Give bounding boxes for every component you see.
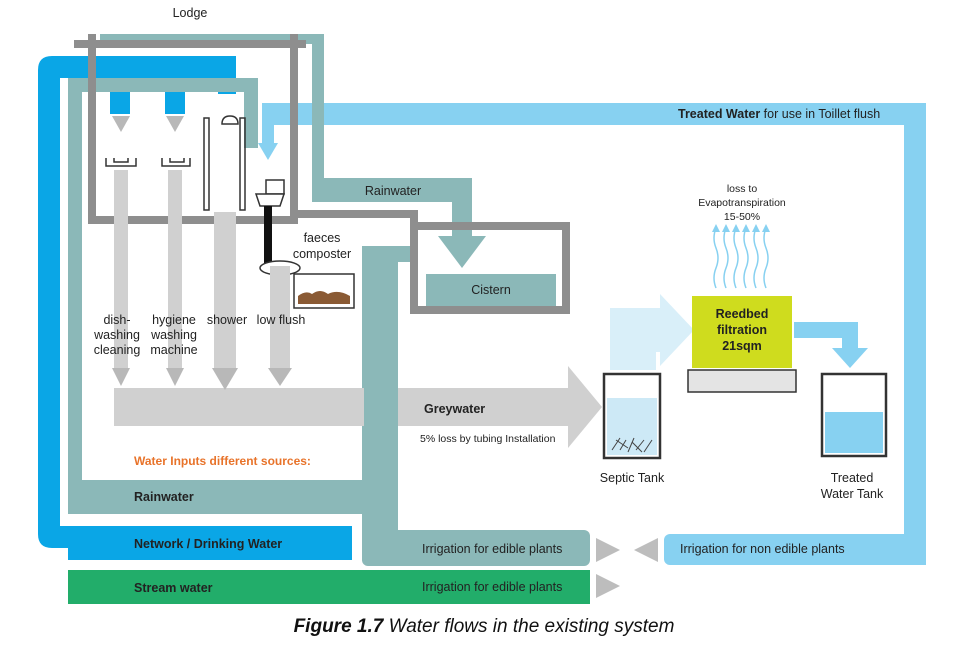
- dish-label-3: cleaning: [94, 343, 141, 357]
- rainwater-cistern-arrowhead: [438, 236, 486, 268]
- cistern-water: [426, 274, 556, 306]
- rainwater-pipe-label: Rainwater: [365, 184, 421, 198]
- stream-water-pipe: [68, 570, 590, 604]
- composter-label: composter: [293, 247, 351, 261]
- septic-to-reedbed-flow: [610, 294, 694, 370]
- reedbed-label-1: Reedbed: [716, 307, 769, 321]
- greywater-loss-label: 5% loss by tubing Installation: [420, 433, 556, 445]
- figure-caption: Figure 1.7 Water flows in the existing s…: [0, 616, 968, 638]
- washing-label-2: machine: [150, 343, 197, 357]
- stream-input-label: Stream water: [134, 581, 213, 595]
- evaporation-arrowheads: [712, 224, 770, 232]
- composter-pipe: [264, 206, 272, 264]
- irrigation-non-edible-label: Irrigation for non edible plants: [680, 542, 845, 556]
- dish-label-2: washing: [93, 328, 140, 342]
- compost-icon: [298, 291, 350, 304]
- sink-icon-2: [161, 158, 191, 167]
- reedbed-to-tank-flow: [794, 322, 868, 368]
- low-flush-label: low flush: [257, 313, 306, 327]
- figure-number: Figure 1.7: [293, 616, 384, 637]
- treated-flush-arrowhead: [258, 143, 278, 160]
- network-water-pipe: [38, 56, 352, 560]
- sink-icon: [105, 158, 137, 167]
- tap-arrowheads: [112, 116, 184, 132]
- cistern-label: Cistern: [471, 283, 511, 297]
- treated-tank-label-1: Treated: [831, 471, 874, 485]
- reedbed-label-3: 21sqm: [722, 339, 762, 353]
- treated-water-loop: [262, 103, 926, 565]
- irrigation-arrowheads: [596, 538, 658, 598]
- shower-icon: [203, 115, 246, 211]
- dish-label-1: dish-: [103, 313, 130, 327]
- toilet-icon: [254, 179, 286, 207]
- treated-water-tank-water: [825, 412, 883, 453]
- hygiene-label: hygiene: [152, 313, 196, 327]
- evaporation-icon: [713, 227, 769, 289]
- greywater-label: Greywater: [424, 402, 485, 416]
- network-input-label: Network / Drinking Water: [134, 537, 282, 551]
- washing-label-1: washing: [150, 328, 197, 342]
- reedbed-filtration: [692, 296, 792, 368]
- rainwater-pipes: [68, 34, 590, 566]
- irrigation-edible-label-2: Irrigation for edible plants: [422, 580, 562, 594]
- rainwater-input-label: Rainwater: [134, 490, 194, 504]
- septic-tank-label: Septic Tank: [600, 471, 665, 485]
- irrigation-edible-label-1: Irrigation for edible plants: [422, 542, 562, 556]
- lodge-label: Lodge: [173, 6, 208, 20]
- treated-tank-label-2: Water Tank: [821, 487, 884, 501]
- inputs-title: Water Inputs different sources:: [134, 454, 311, 468]
- lodge-walls: [74, 34, 570, 314]
- figure-title: Water flows in the existing system: [383, 616, 675, 637]
- evap-label-3: 15-50%: [724, 211, 760, 223]
- evap-label-1: loss to: [727, 183, 758, 195]
- reedbed-base: [687, 369, 797, 393]
- evap-label-2: Evapotranspiration: [698, 197, 786, 209]
- greywater-pipes: [114, 170, 570, 426]
- faeces-label: faeces: [304, 231, 341, 245]
- septic-sludge-icon: [611, 437, 653, 453]
- shower-label: shower: [207, 313, 247, 327]
- reedbed-label-2: filtration: [717, 323, 767, 337]
- treated-flush-label-rest: for use in Toillet flush: [760, 107, 880, 121]
- greywater-arrowheads: [112, 366, 602, 448]
- treated-flush-label-bold: Treated Water: [678, 107, 760, 121]
- treated-flush-label: Treated Water for use in Toillet flush: [678, 107, 880, 121]
